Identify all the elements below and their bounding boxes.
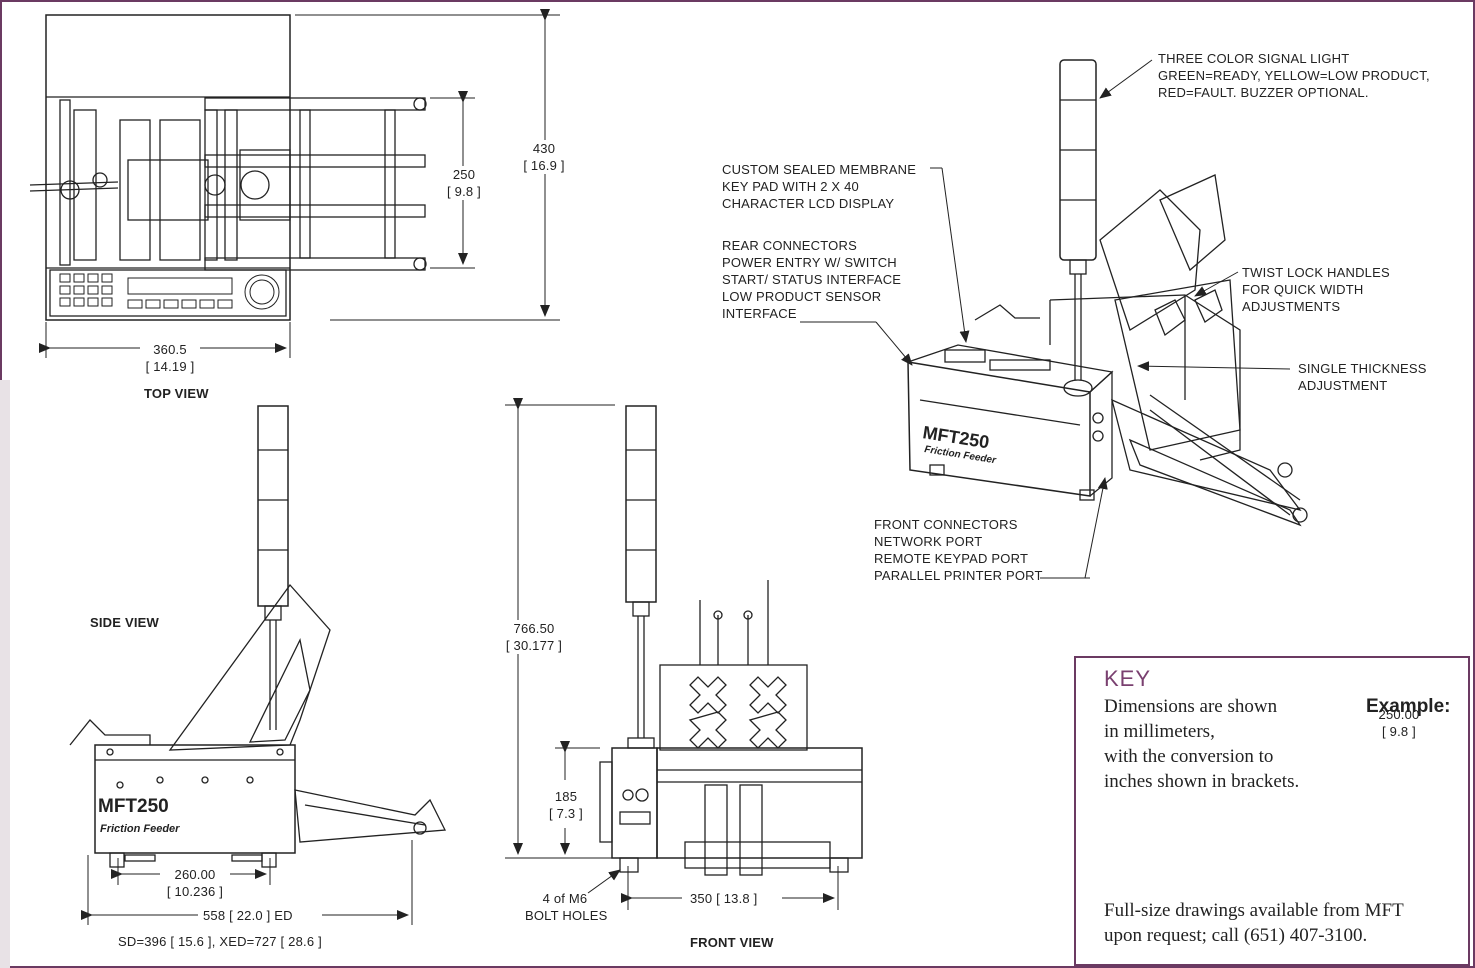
front-view-dimensions (505, 398, 839, 910)
key-example-dim: 250.00[ 9.8 ] (1378, 707, 1420, 739)
key-title: KEY (1104, 666, 1152, 691)
key-line-2: in millimeters, (1104, 721, 1215, 742)
front-view-machine (599, 405, 863, 876)
iso-leader-lines (800, 59, 1291, 579)
key-example-label: Example: (1366, 696, 1451, 717)
top-width-dim: 360.5[ 14.19 ] (140, 341, 200, 375)
iso-view-machine (907, 59, 1308, 527)
side-view-machine (69, 405, 447, 868)
top-inner-dim: 250[ 9.8 ] (440, 166, 488, 200)
side-view-label: SIDE VIEW (90, 615, 159, 630)
front-width-dim: 350 [ 13.8 ] (690, 891, 758, 906)
key-footer-1: Full-size drawings available from MFT (1104, 900, 1404, 921)
key-footer-2: upon request; call (651) 407-3100. (1104, 925, 1368, 946)
side-total-dim: 558 [ 22.0 ] ED (203, 908, 293, 923)
front-lower-dim: 185[ 7.3 ] (546, 788, 586, 822)
top-view-machine (29, 14, 427, 321)
key-line-4: inches shown in brackets. (1104, 771, 1300, 792)
side-variants-dim: SD=396 [ 15.6 ], XED=727 [ 28.6 ] (118, 934, 322, 949)
front-height-dim: 766.50[ 30.177 ] (500, 620, 568, 654)
key-box (1074, 656, 1470, 966)
frame-shade (0, 380, 10, 968)
top-view-label: TOP VIEW (144, 386, 209, 401)
top-height-dim: 430[ 16.9 ] (514, 140, 574, 174)
side-brand-model: MFT250 (98, 796, 169, 817)
key-line-1: Dimensions are shown (1104, 696, 1278, 717)
side-brand-subtitle: Friction Feeder (100, 823, 180, 835)
side-base-dim: 260.00[ 10.236 ] (160, 866, 230, 900)
key-line-3: with the conversion to (1104, 746, 1274, 767)
front-view-label: FRONT VIEW (690, 935, 774, 950)
